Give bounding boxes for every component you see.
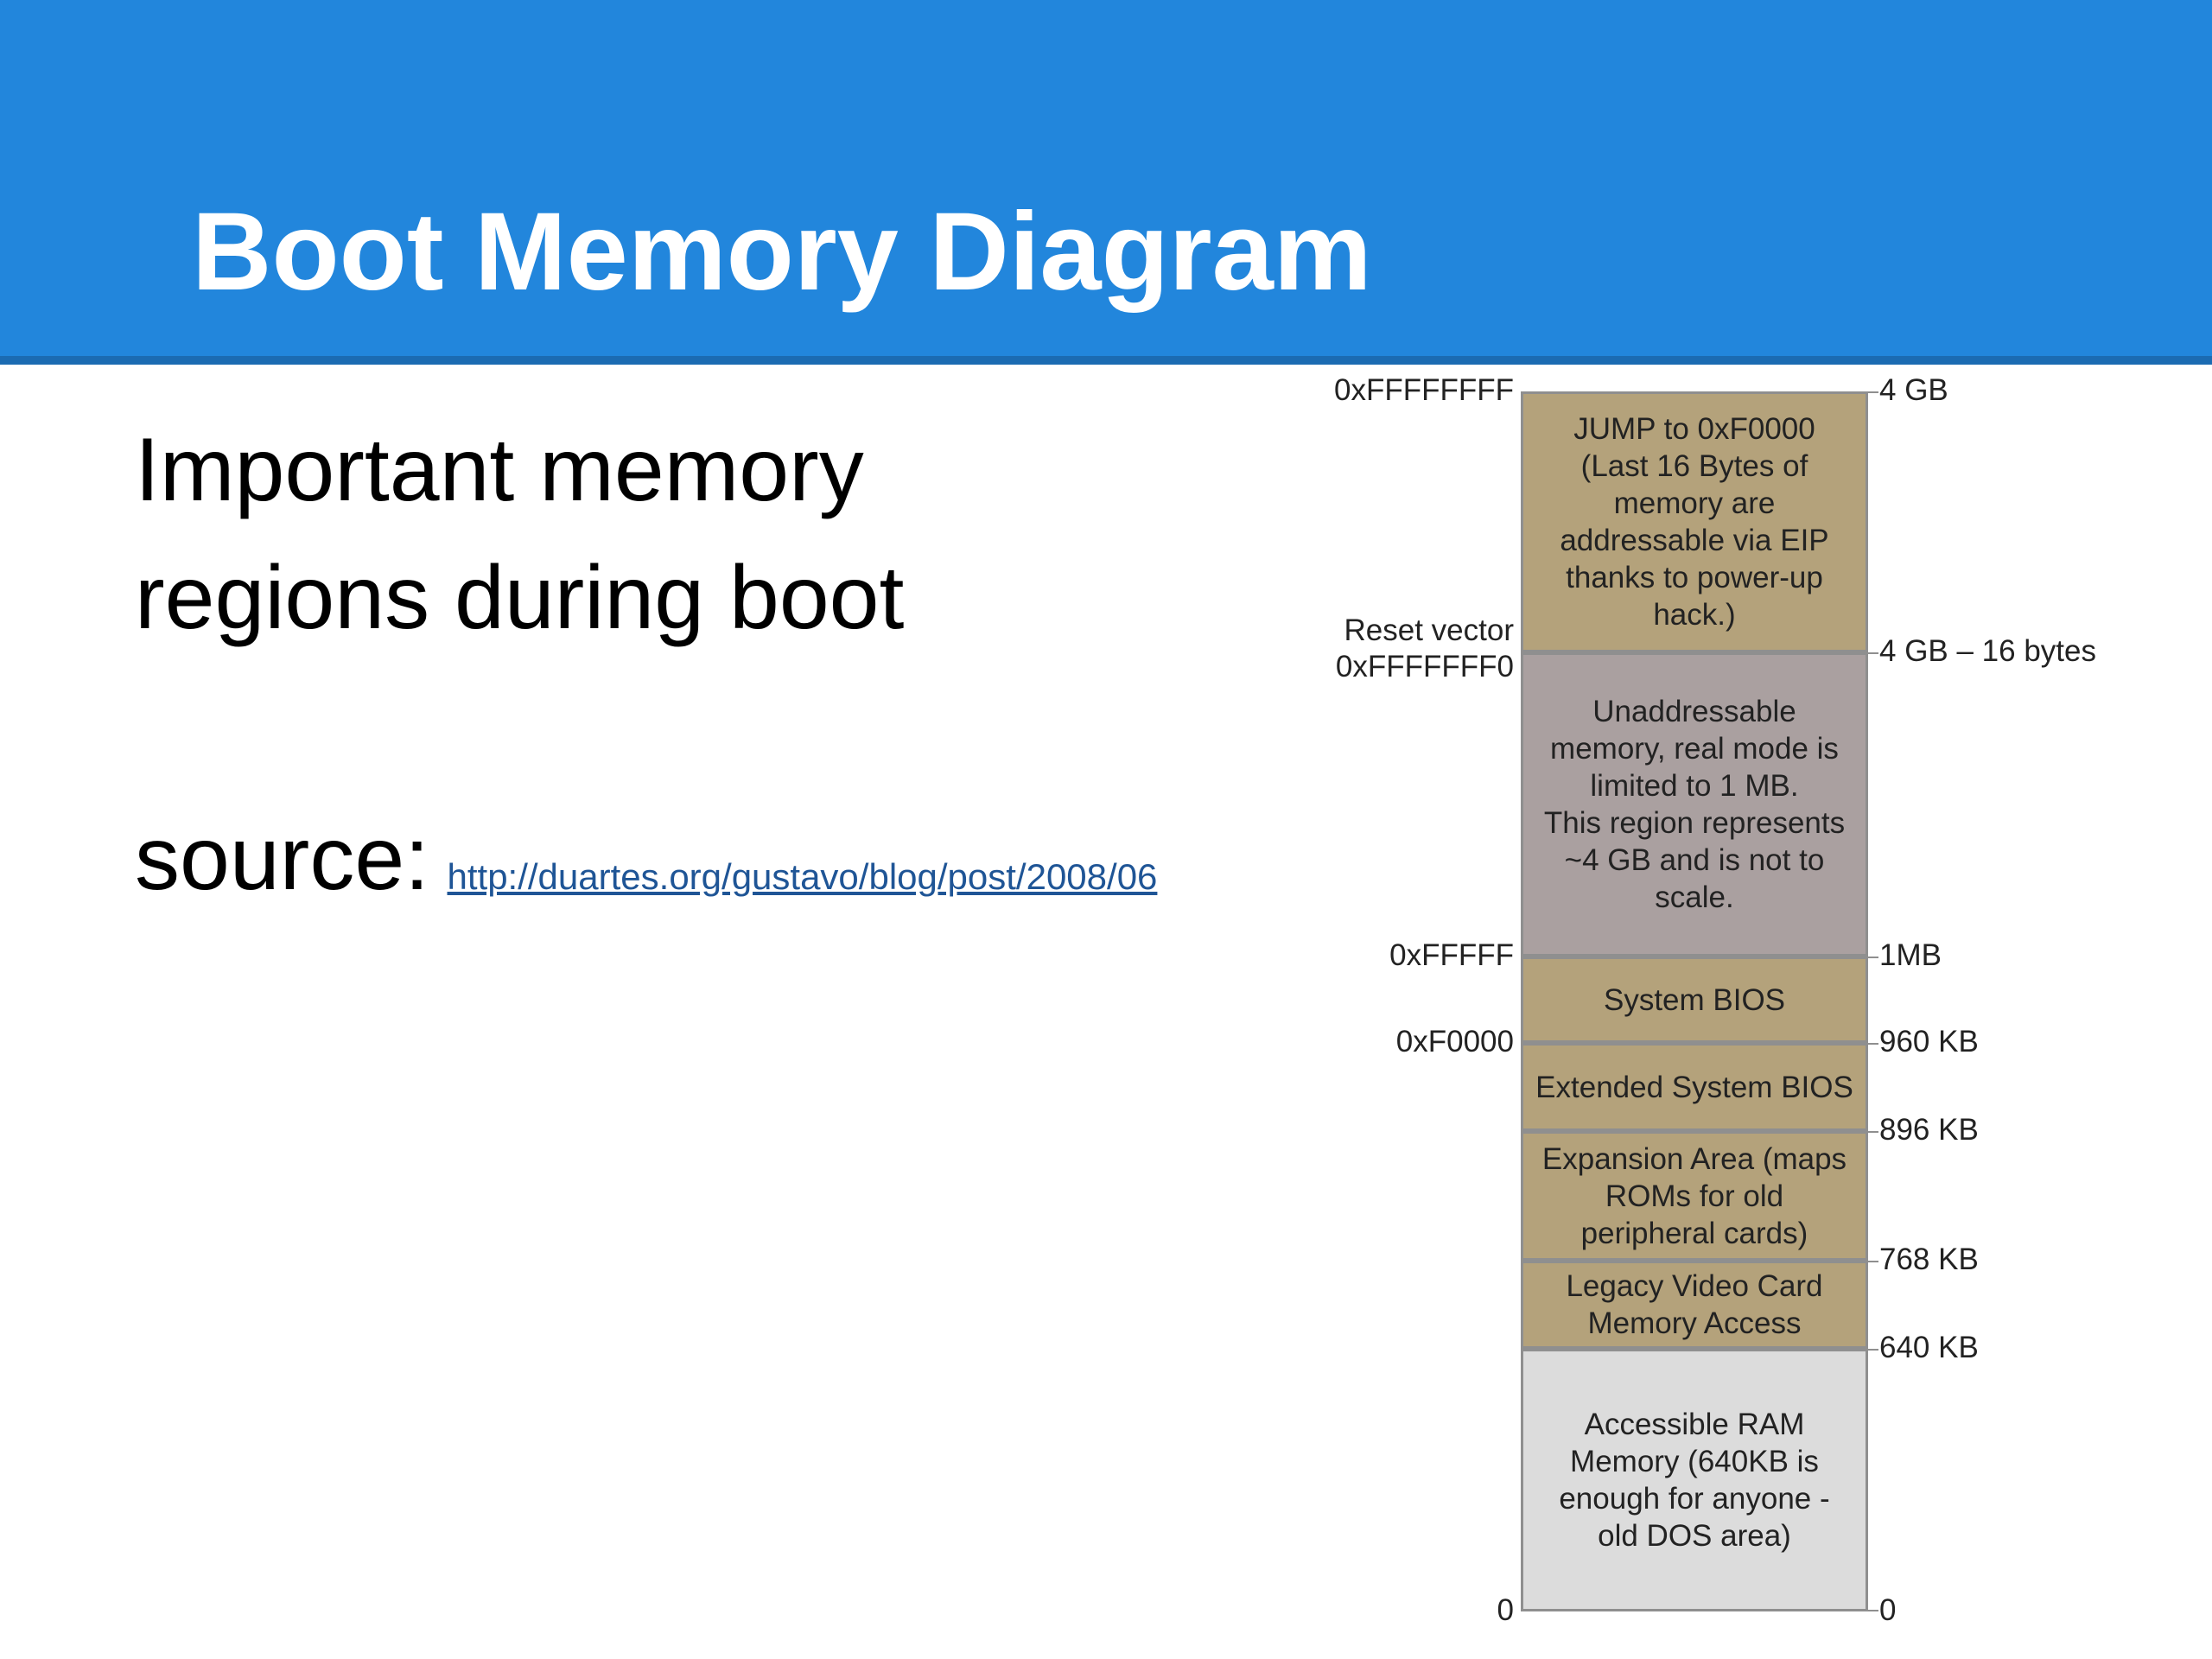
source-citation: source: http://duartes.org/gustavo/blog/… <box>135 814 1157 904</box>
boundary-tick <box>1868 652 1878 654</box>
size-label: 640 KB <box>1879 1331 1979 1364</box>
address-label: 0xFFFFF <box>1389 938 1514 972</box>
size-label: 768 KB <box>1879 1243 1979 1276</box>
boundary-tick <box>1868 1043 1878 1045</box>
slide-title: Boot Memory Diagram <box>192 190 1372 314</box>
size-label: 896 KB <box>1879 1113 1979 1147</box>
reset-vector-label: Reset vector 0xFFFFFFF0 <box>1335 613 1514 683</box>
boundary-tick <box>1868 1610 1878 1611</box>
boundary-tick <box>1868 957 1878 958</box>
size-label: 4 GB – 16 bytes <box>1879 634 2096 668</box>
region-legacy-video: Legacy Video Card Memory Access <box>1521 1261 1868 1349</box>
region-unaddressable: Unaddressable memory, real mode is limit… <box>1521 652 1868 957</box>
boundary-tick <box>1868 391 1878 393</box>
boundary-tick <box>1868 1349 1878 1351</box>
size-label: 4 GB <box>1879 373 1948 407</box>
region-jump-vector: JUMP to 0xF0000 (Last 16 Bytes of memory… <box>1521 391 1868 652</box>
source-label: source: <box>135 809 430 909</box>
address-label: 0xFFFFFFFF <box>1333 373 1514 407</box>
memory-map-diagram: JUMP to 0xF0000 (Last 16 Bytes of memory… <box>1313 367 2126 1637</box>
region-system-bios: System BIOS <box>1521 957 1868 1043</box>
source-link[interactable]: http://duartes.org/gustavo/blog/post/200… <box>447 856 1158 897</box>
address-label: 0xF0000 <box>1395 1025 1514 1058</box>
address-label: 0 <box>1497 1593 1514 1627</box>
size-label: 960 KB <box>1879 1025 1979 1058</box>
title-bar: Boot Memory Diagram <box>0 0 2212 365</box>
body-text-line-1: Important memory <box>135 420 864 520</box>
size-label: 1MB <box>1879 938 1942 972</box>
body-text-line-2: regions during boot <box>135 548 905 648</box>
size-label: 0 <box>1879 1593 1897 1627</box>
region-expansion-area: Expansion Area (maps ROMs for old periph… <box>1521 1131 1868 1261</box>
region-extended-bios: Extended System BIOS <box>1521 1043 1868 1131</box>
boundary-tick <box>1868 1131 1878 1133</box>
boundary-tick <box>1868 1261 1878 1262</box>
region-accessible-ram: Accessible RAM Memory (640KB is enough f… <box>1521 1349 1868 1611</box>
